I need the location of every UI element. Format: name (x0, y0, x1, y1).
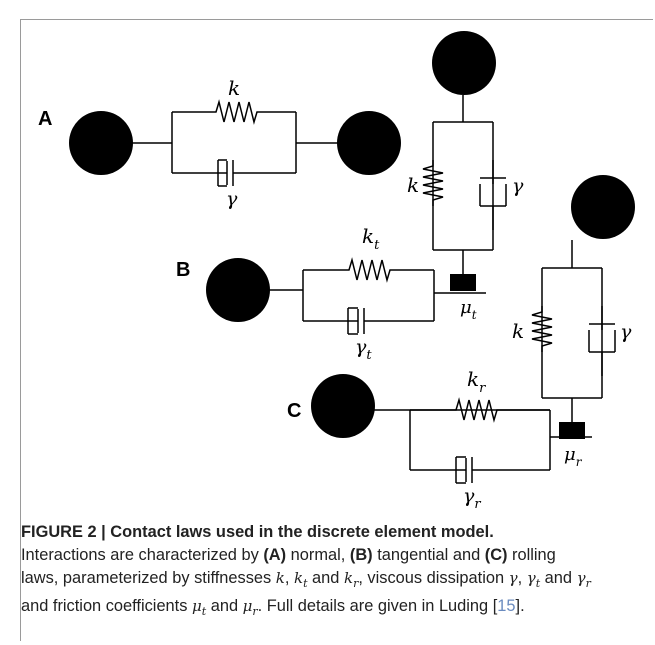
panel-label-b: B (176, 259, 190, 281)
friction-block-c (559, 422, 585, 439)
spring-b-tangential (303, 257, 434, 283)
label-gamma-b-normal: γ (512, 175, 524, 197)
spring-a (172, 99, 296, 125)
dashpot-a (172, 159, 296, 187)
particle-c-left (311, 374, 375, 438)
label-k-b-normal: k (407, 173, 419, 197)
label-k-t: kt (362, 224, 380, 253)
label-k-c-normal: k (512, 319, 524, 343)
spring-b-normal (422, 160, 444, 206)
label-gamma-t: γt (355, 336, 372, 363)
label-gamma-r: γr (463, 485, 481, 512)
caption-body: Interactions are characterized by (A) no… (21, 546, 591, 618)
dashpot-c-rolling (410, 456, 550, 484)
label-gamma-a: γ (226, 188, 238, 210)
particle-a-right (337, 111, 401, 175)
spring-c-rolling (410, 397, 550, 423)
dashpot-b-normal (479, 160, 507, 230)
panel-label-c: C (287, 400, 301, 422)
label-mu-r: μr (564, 444, 583, 469)
label-gamma-c-normal: γ (620, 321, 632, 343)
particle-b-top (432, 31, 496, 95)
caption-title: FIGURE 2 | Contact laws used in the disc… (21, 523, 494, 541)
frame-top-border (20, 19, 653, 20)
reference-link-15[interactable]: 15 (497, 597, 516, 615)
particle-b-left (206, 258, 270, 322)
dashpot-b-tangential (303, 307, 434, 335)
panel-label-a: A (38, 108, 52, 130)
label-mu-t: μt (460, 297, 477, 322)
spring-c-normal (531, 306, 553, 352)
particle-a-left (69, 111, 133, 175)
panel-a-model (132, 99, 338, 187)
particle-c-top (571, 175, 635, 239)
figure-caption: FIGURE 2 | Contact laws used in the disc… (21, 521, 646, 623)
friction-block-b (450, 274, 476, 291)
dashpot-c-normal (588, 306, 616, 376)
contact-laws-diagram: A B C k γ kt γt μt k γ kr γr μr k γ (38, 31, 635, 512)
label-k-a: k (228, 76, 240, 100)
label-k-r: kr (467, 367, 486, 396)
frame-left-border (20, 19, 21, 641)
panel-c-model (373, 240, 616, 484)
panel-b-model (268, 95, 507, 335)
